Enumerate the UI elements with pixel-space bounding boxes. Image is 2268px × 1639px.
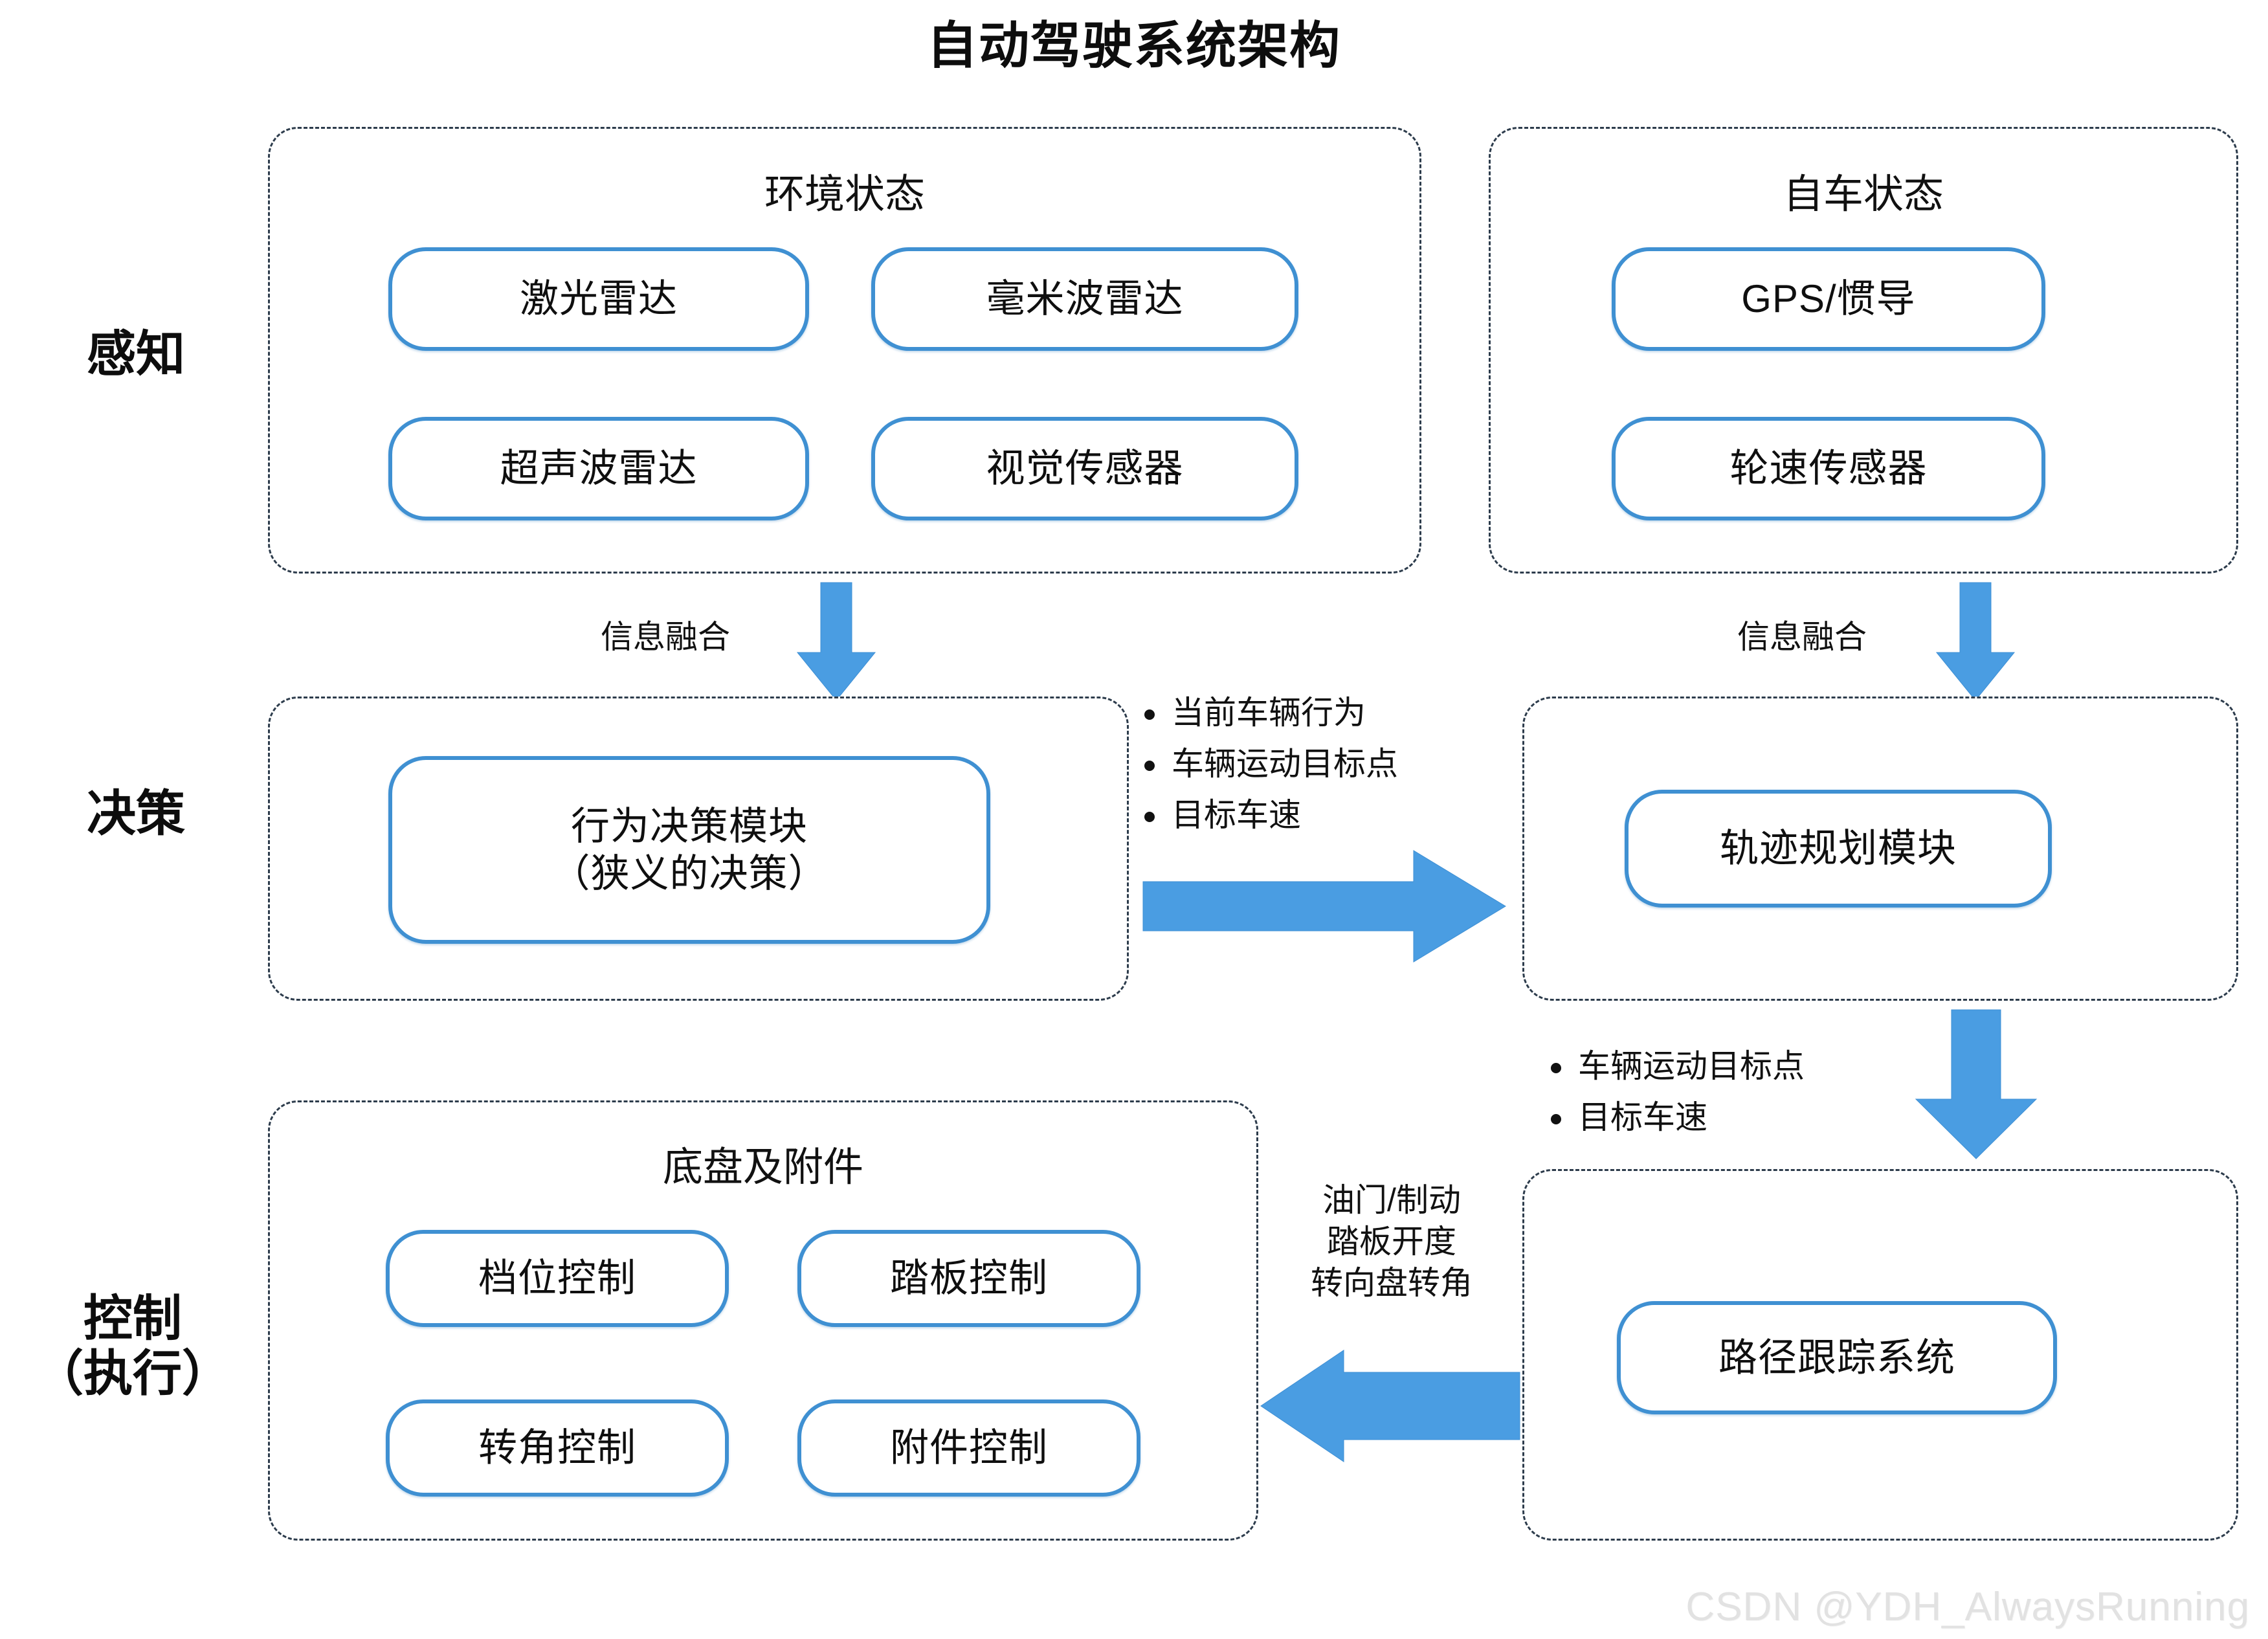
arrow-decision-to-planning <box>1142 848 1506 964</box>
arrow-fusion-right-down <box>1935 582 2016 701</box>
list-item: 车辆运动目标点 <box>1144 745 1398 783</box>
pill-steering-angle-control-label: 转角控制 <box>478 1426 636 1469</box>
pill-lidar-label: 激光雷达 <box>520 277 678 320</box>
fusion-label-left: 信息融合 <box>601 619 730 655</box>
pill-steering-angle-control[interactable]: 转角控制 <box>386 1399 729 1497</box>
pill-pedal-control-label: 踏板控制 <box>890 1256 1048 1300</box>
stage-label-control-text-1: 控制 <box>83 1291 182 1346</box>
pill-behavior-decision-line2: （狭义的决策） <box>551 852 828 895</box>
pill-wheel-speed-sensor-label: 轮速传感器 <box>1729 447 1928 490</box>
fusion-label-right: 信息融合 <box>1737 619 1867 655</box>
pill-gps-ins[interactable]: GPS/惯导 <box>1612 247 2045 351</box>
bullet-dot-icon <box>1551 1114 1561 1124</box>
pill-millimeter-wave-radar[interactable]: 毫米波雷达 <box>871 247 1298 351</box>
control-signal-line-2: 踏板开度 <box>1327 1223 1456 1260</box>
stage-label-decision-text: 决策 <box>87 786 185 842</box>
bullet-dot-icon <box>1551 1063 1561 1073</box>
page-title: 自动驾驶系统架构 <box>926 17 1341 74</box>
pill-millimeter-wave-radar-label: 毫米波雷达 <box>986 277 1184 320</box>
watermark: CSDN @YDH_AlwaysRunning <box>1685 1585 2250 1629</box>
stage-label-control-text-2: （执行） <box>34 1346 231 1402</box>
control-signal-line-1: 油门/制动 <box>1322 1182 1461 1218</box>
pill-trajectory-planning-label: 轨迹规划模块 <box>1720 827 1957 870</box>
pill-behavior-decision-module[interactable]: 行为决策模块 （狭义的决策） <box>388 756 990 944</box>
pill-ultrasonic-radar-label: 超声波雷达 <box>500 447 698 490</box>
panel-ego-title: 自车状态 <box>1783 172 1944 217</box>
list-item: 车辆运动目标点 <box>1551 1047 1805 1086</box>
bullets-planning-to-tracking: 车辆运动目标点 目标车速 <box>1551 1047 1805 1150</box>
pill-behavior-decision-line1: 行为决策模块 <box>571 804 808 848</box>
panel-chassis-title: 底盘及附件 <box>662 1145 863 1190</box>
arrow-tracking-to-chassis <box>1260 1350 1520 1462</box>
pill-pedal-control[interactable]: 踏板控制 <box>797 1230 1140 1327</box>
arrow-fusion-left-down <box>796 582 876 701</box>
pill-gear-control[interactable]: 档位控制 <box>386 1230 729 1327</box>
bullet-dot-icon <box>1144 812 1155 822</box>
bullet-dot-icon <box>1144 709 1155 720</box>
panel-environment-title: 环境状态 <box>764 172 925 217</box>
pill-gear-control-label: 档位控制 <box>478 1256 636 1300</box>
stage-label-control: 控制 （执行） <box>13 1291 252 1401</box>
pill-path-tracking-system[interactable]: 路径跟踪系统 <box>1617 1301 2057 1414</box>
pill-gps-ins-label: GPS/惯导 <box>1741 277 1916 320</box>
pill-accessory-control-label: 附件控制 <box>890 1426 1048 1469</box>
pill-accessory-control[interactable]: 附件控制 <box>797 1399 1140 1497</box>
stage-label-perception: 感知 <box>26 327 246 382</box>
pill-vision-sensor-label: 视觉传感器 <box>986 447 1184 490</box>
pill-vision-sensor[interactable]: 视觉传感器 <box>871 417 1298 520</box>
pill-wheel-speed-sensor[interactable]: 轮速传感器 <box>1612 417 2045 520</box>
arrow-planning-to-tracking <box>1915 1009 2038 1159</box>
list-item: 目标车速 <box>1551 1098 1805 1137</box>
list-item: 当前车辆行为 <box>1144 694 1398 732</box>
pill-ultrasonic-radar[interactable]: 超声波雷达 <box>388 417 809 520</box>
pill-lidar[interactable]: 激光雷达 <box>388 247 809 351</box>
bullets-decision-to-planning: 当前车辆行为 车辆运动目标点 目标车速 <box>1144 694 1398 847</box>
bullet-dot-icon <box>1144 761 1155 771</box>
stage-label-perception-text: 感知 <box>87 327 185 382</box>
control-signal-line-3: 转向盘转角 <box>1311 1265 1473 1301</box>
control-signal-caption: 油门/制动 踏板开度 转向盘转角 <box>1262 1179 1521 1304</box>
list-item: 目标车速 <box>1144 796 1398 834</box>
pill-trajectory-planning-module[interactable]: 轨迹规划模块 <box>1625 790 2052 908</box>
stage-label-decision: 决策 <box>26 786 246 842</box>
pill-path-tracking-label: 路径跟踪系统 <box>1718 1335 1955 1379</box>
